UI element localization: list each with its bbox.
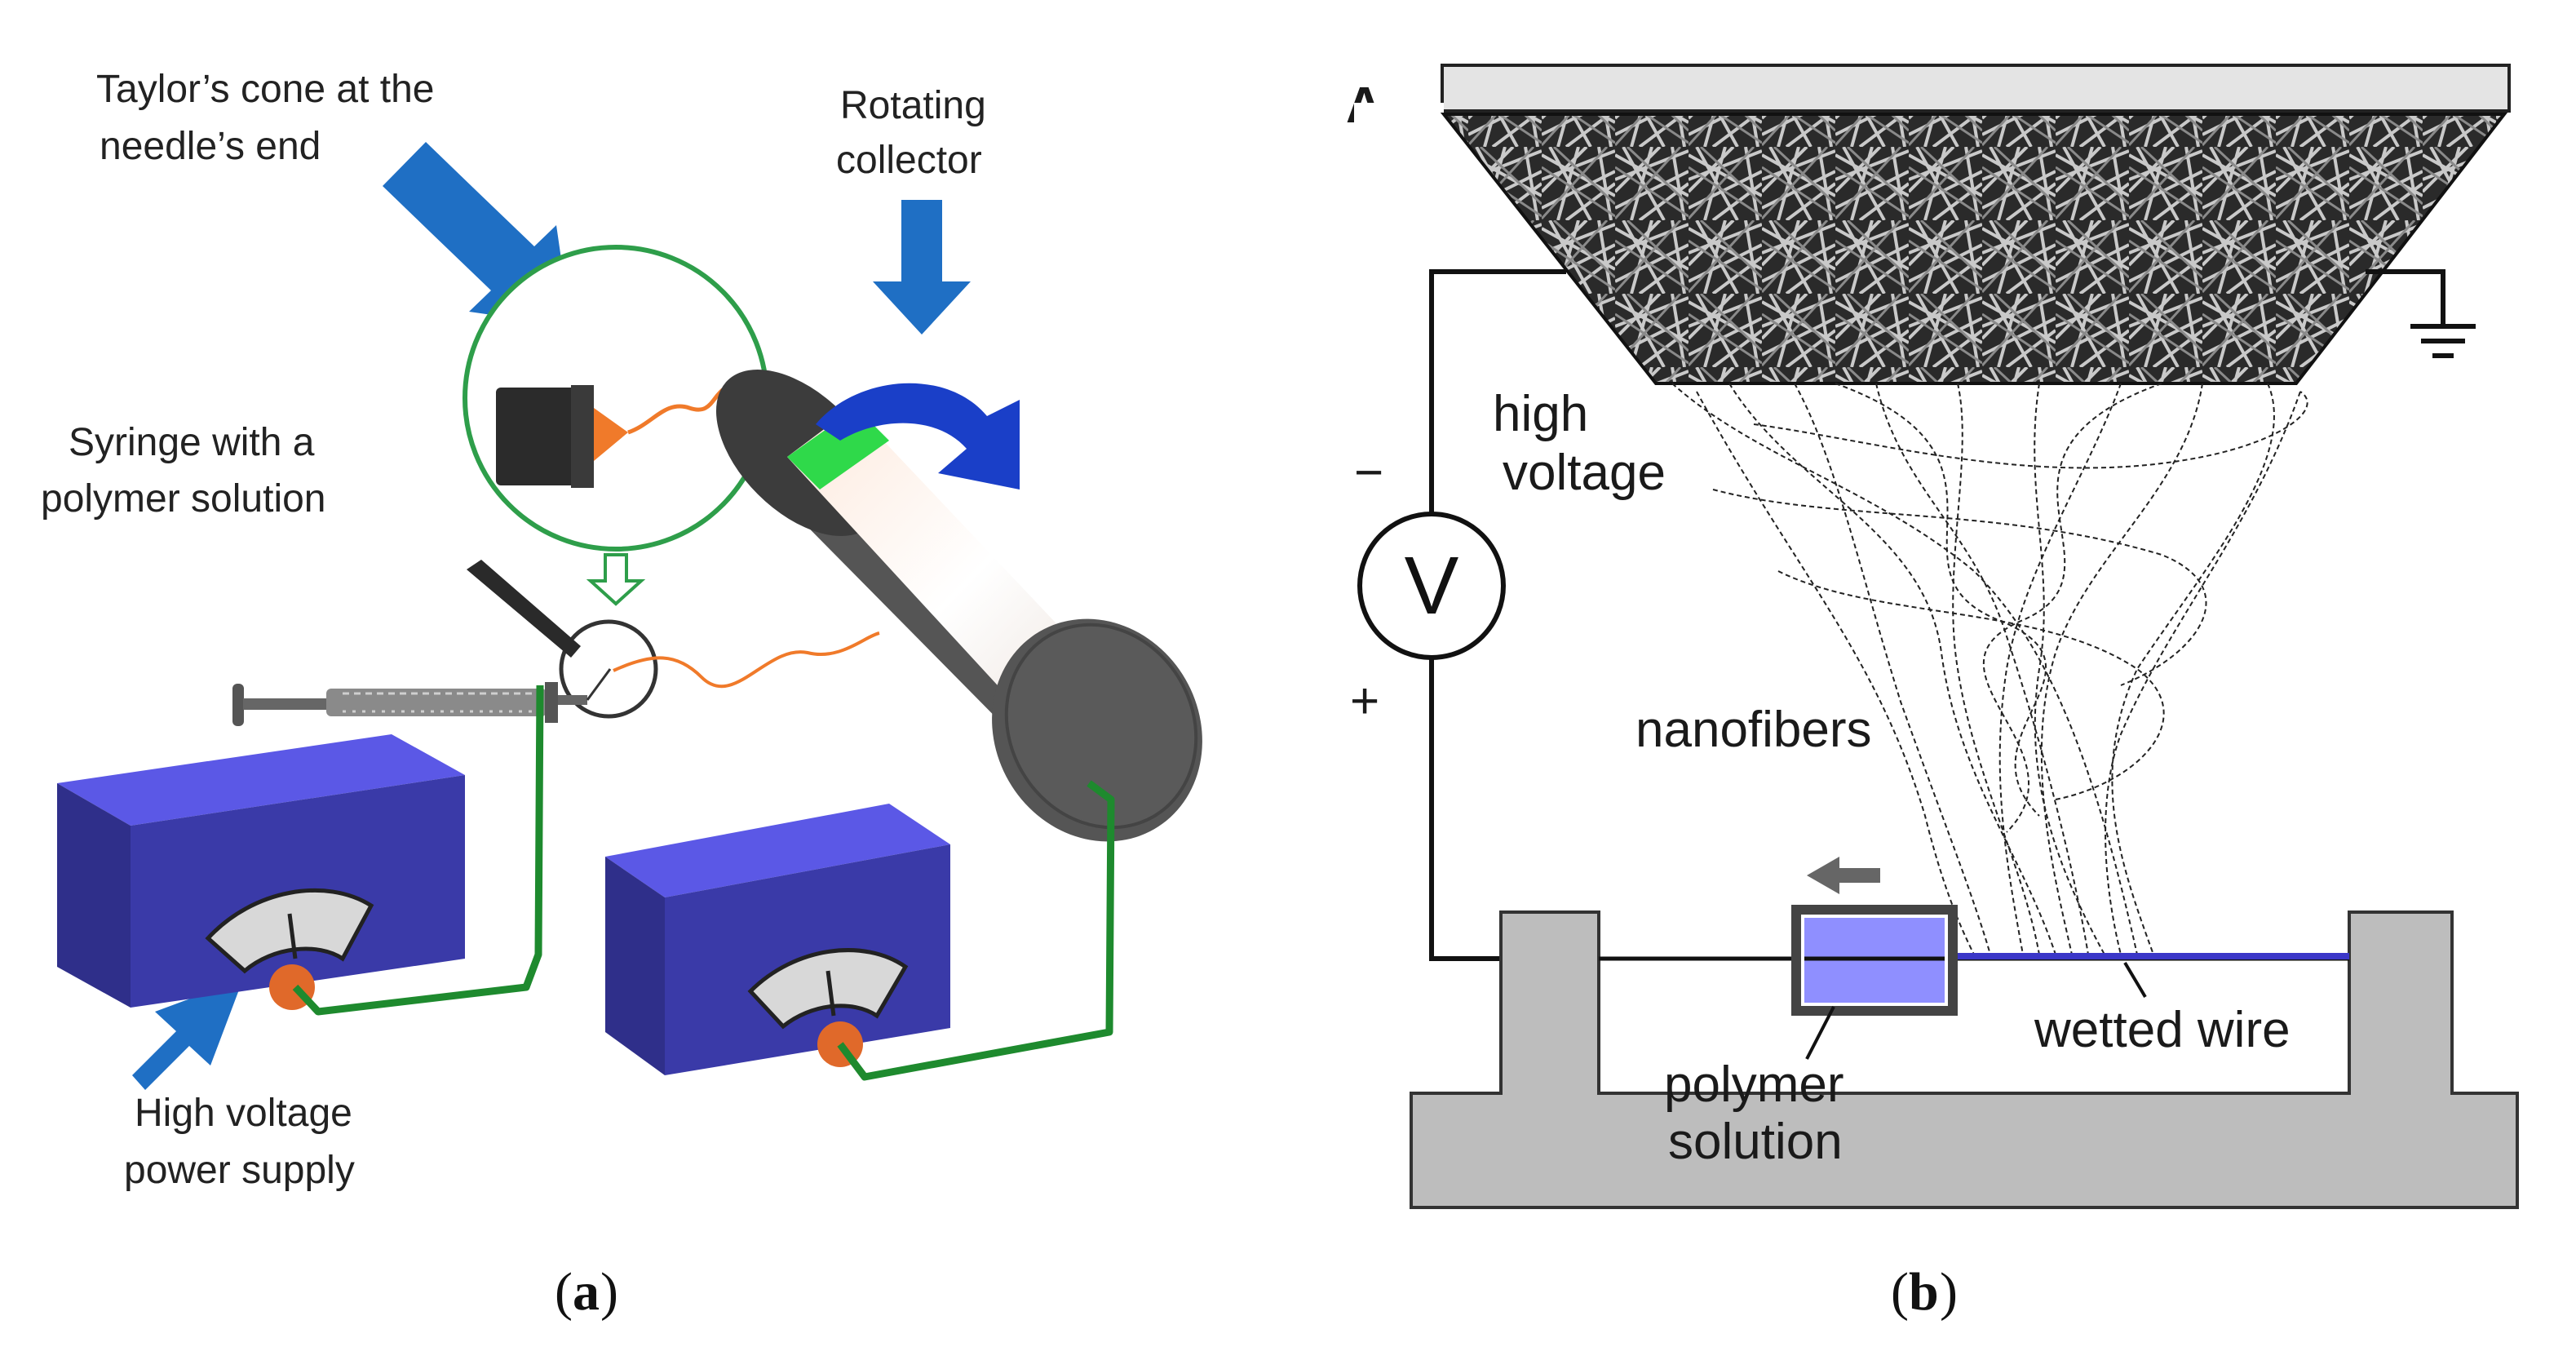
collector-arrow-icon — [873, 200, 971, 334]
plus-sign: + — [1350, 673, 1379, 729]
voltmeter-label: V — [1405, 540, 1459, 631]
polymer-solution-label-line2: solution — [1668, 1114, 1843, 1170]
panel-a: Taylor’s cone at the needle’s end Rotati… — [41, 68, 1202, 1322]
rotating-collector-label-line1: Rotating — [840, 84, 986, 127]
caption-a-close: ) — [600, 1262, 618, 1322]
needle-holder-icon — [467, 560, 581, 658]
nanofiber-mat — [1440, 113, 2508, 385]
dial-gauge-icon — [747, 948, 909, 1030]
syringe-label-line2: polymer solution — [41, 477, 326, 521]
polymer-leader-line — [1805, 1006, 1835, 1060]
collector-plate — [1441, 64, 2511, 113]
caption-a-open: ( — [555, 1262, 573, 1322]
needle-tip-icon — [496, 388, 586, 485]
high-voltage-label-line1: high — [1493, 386, 1588, 442]
syringe-icon — [232, 668, 612, 726]
circuit-wire-ground — [2366, 269, 2445, 326]
ground-icon — [2410, 324, 2476, 358]
fiber-cloud — [1671, 383, 2308, 955]
rotation-arrow-icon — [816, 383, 1020, 490]
caption-b-open: ( — [1891, 1262, 1909, 1322]
high-voltage-label-line2: voltage — [1503, 445, 1666, 501]
wire-electrode-base — [1410, 910, 2519, 1209]
polymer-jet-icon — [613, 631, 880, 689]
caption-b-close: ) — [1940, 1262, 1958, 1322]
nanofibers-label: nanofibers — [1635, 702, 1872, 758]
power-supply-left — [57, 734, 465, 1010]
voltmeter-icon — [1357, 512, 1506, 660]
power-supply-label-line2: power supply — [124, 1149, 355, 1192]
rotating-collector-label-line2: collector — [836, 139, 982, 182]
wire-to-needle — [292, 684, 544, 1016]
minus-sign: − — [1354, 445, 1383, 501]
caption-b-letter: b — [1909, 1262, 1939, 1322]
power-supply-label-line1: High voltage — [135, 1092, 352, 1135]
wire-leader-line — [2123, 961, 2147, 999]
dial-gauge-icon — [205, 888, 374, 974]
power-supply-arrow-icon — [132, 979, 243, 1090]
taylor-cone-label-line2: needle’s end — [100, 125, 321, 168]
wetted-wire-label: wetted wire — [2034, 1002, 2291, 1058]
wire-to-collector — [837, 780, 1115, 1081]
needle-magnifier — [559, 619, 658, 719]
travel-direction-arrow-icon — [1807, 857, 1880, 894]
taylor-cone-inset — [463, 245, 769, 552]
taylor-cone-icon — [594, 408, 628, 461]
polymer-solution-label-line1: polymer — [1664, 1057, 1844, 1113]
caption-a-letter: a — [573, 1262, 600, 1322]
rotating-collector-icon — [715, 369, 1202, 842]
magnify-arrow-icon — [586, 553, 646, 606]
power-supply-right — [605, 804, 950, 1075]
syringe-label-line1: Syringe with a — [69, 421, 315, 464]
taylor-cone-label-line1: Taylor’s cone at the — [96, 68, 434, 111]
panel-b: A V − + high voltage — [1346, 64, 2519, 1322]
